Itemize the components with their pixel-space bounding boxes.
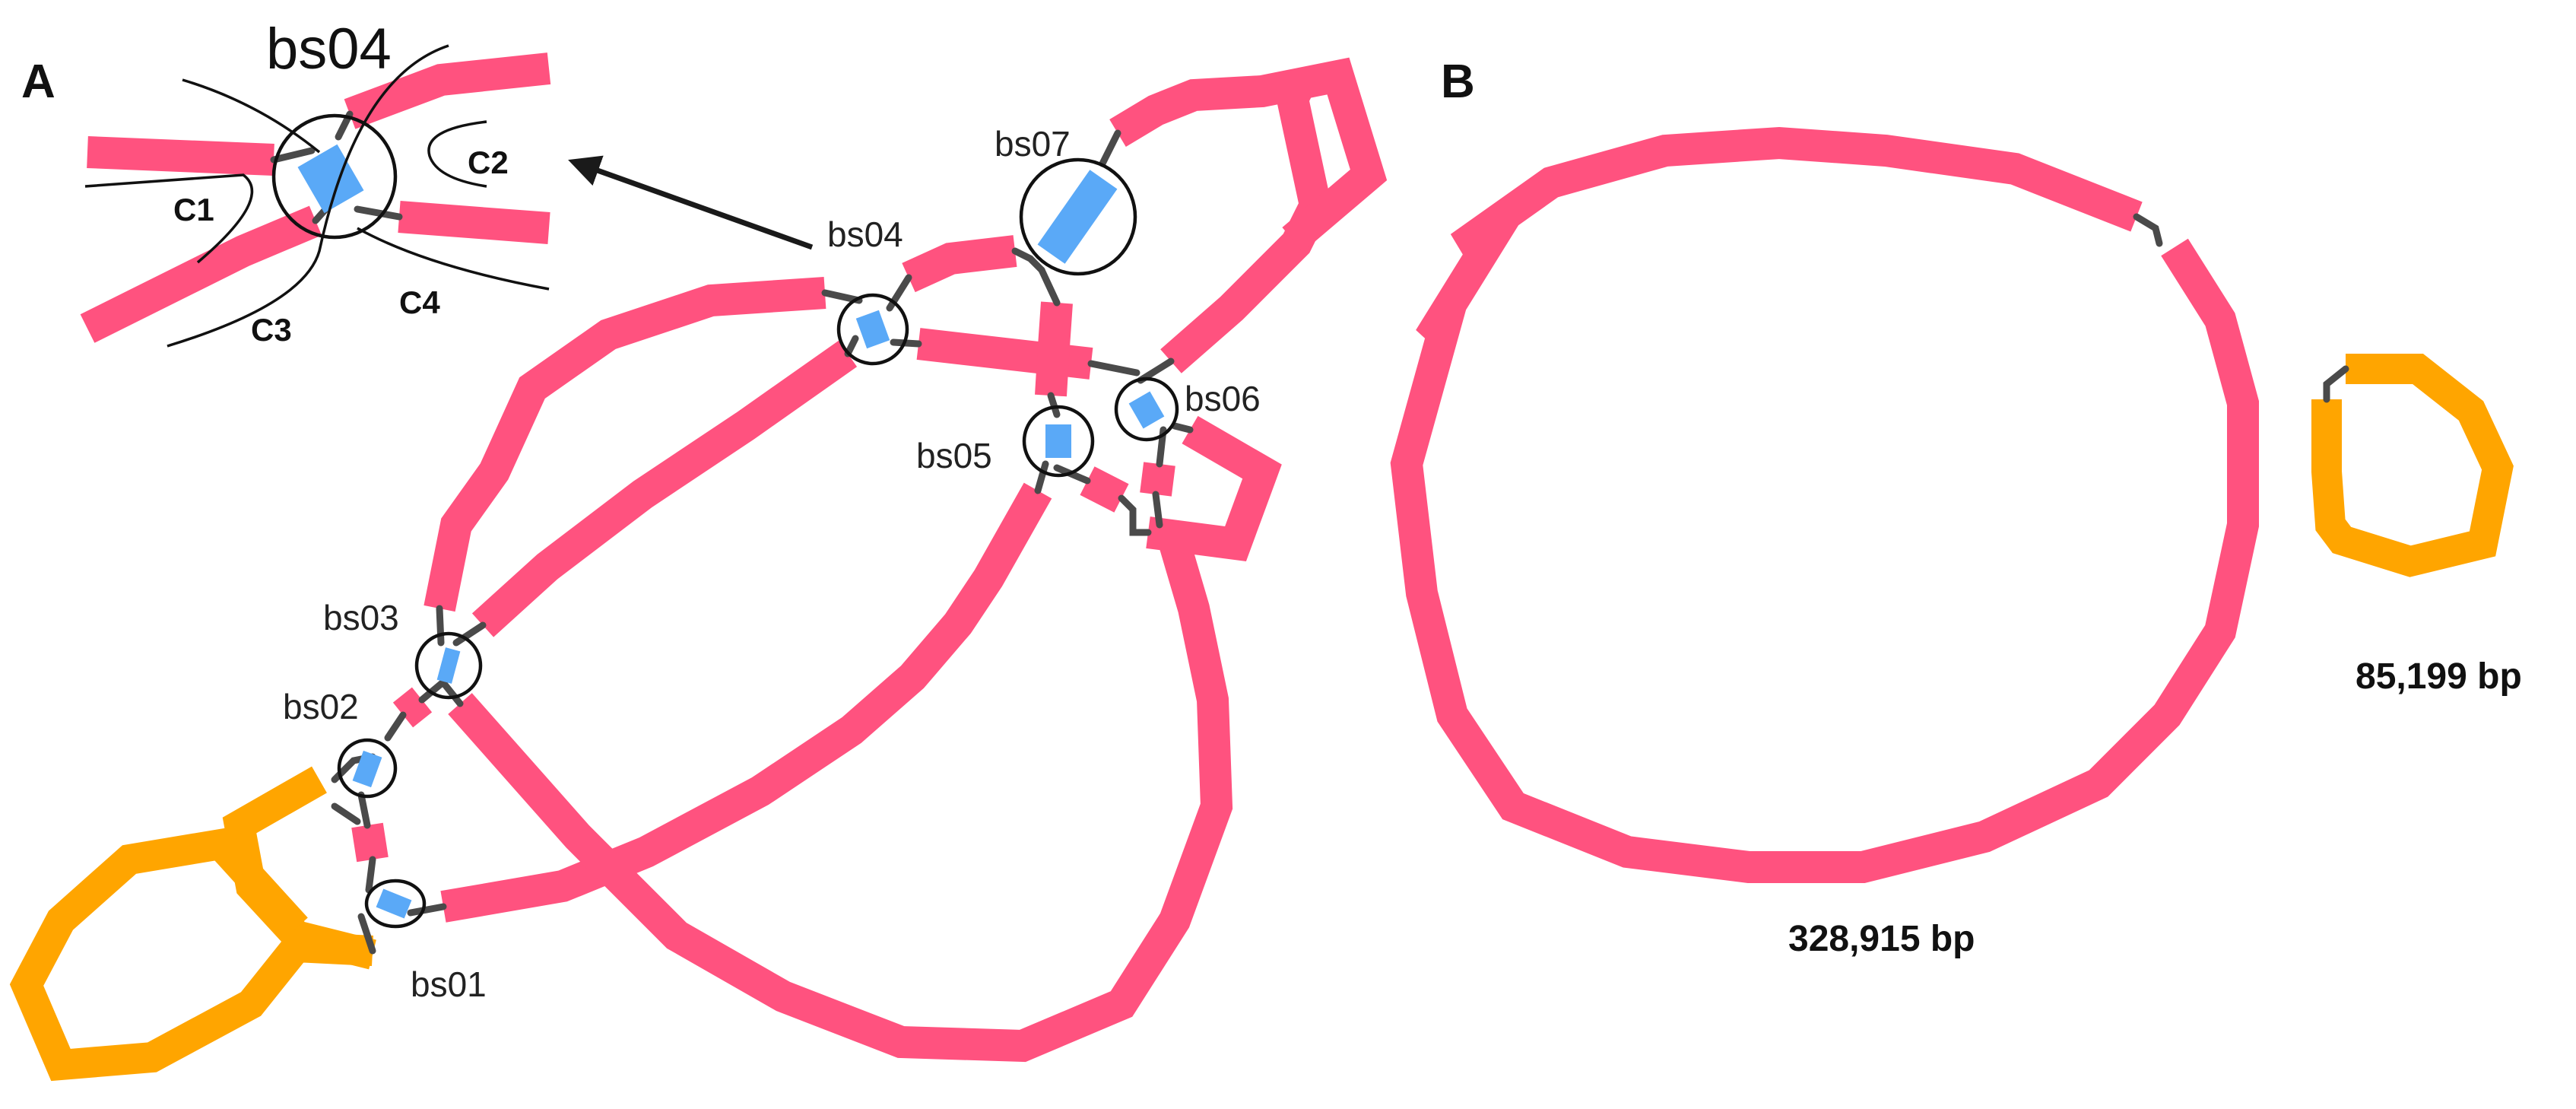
contig-bs05-short	[1080, 466, 1129, 513]
link-bs05-bottom	[1034, 460, 1049, 494]
small-circular-contig: 85,199 bp	[2311, 354, 2522, 697]
bs06-label: bs06	[1185, 379, 1261, 418]
bs03-circle	[414, 631, 483, 700]
inset-bs04-circle	[271, 113, 398, 240]
contig-bs06-loop	[1146, 415, 1282, 561]
bs04-label: bs04	[827, 214, 903, 254]
inset-bs04-site	[297, 144, 364, 214]
panel-a: A bs04 C1 C2 C3 C4	[9, 17, 1388, 1082]
bs04-inset: bs04 C1 C2 C3 C4	[80, 17, 551, 348]
inset-link-c4	[354, 205, 403, 221]
link-bs05-top	[1047, 392, 1061, 418]
bs01-circle	[364, 879, 427, 929]
contig-bs01-bs05	[440, 482, 1052, 923]
node-bs06: bs06	[1114, 377, 1261, 442]
panel-a-label: A	[21, 56, 56, 108]
orange-contig-loop-lower	[9, 828, 373, 1082]
link-bs02-bottom	[357, 791, 371, 829]
contig-bs03-bs04	[471, 340, 858, 637]
link-bs06-lower	[1152, 491, 1163, 529]
inset-label-c2: C2	[468, 145, 509, 180]
bs07-circle	[1019, 157, 1137, 276]
node-bs01: bs01	[364, 879, 487, 1004]
branch-sites: bs01 bs02 bs03 bs04 bs05	[283, 124, 1261, 1004]
link-bs02-top	[384, 711, 407, 742]
inset-arc-c1-top	[182, 78, 321, 154]
small-circle-size: 85,199 bp	[2356, 656, 2522, 697]
bs06-site	[1128, 391, 1165, 429]
bs04-circle	[836, 293, 909, 366]
large-circle-link	[2133, 213, 2163, 247]
inset-label-c4: C4	[399, 284, 440, 320]
bs01-site	[376, 888, 412, 919]
contig-bs01-bs02	[351, 822, 389, 863]
bs05-label: bs05	[916, 436, 992, 475]
contig-bs03-bs04-upper	[424, 277, 826, 612]
link-bs01-top	[365, 856, 376, 894]
inset-contig-c1	[87, 136, 274, 176]
inset-label-c1: C1	[173, 192, 214, 227]
panel-b-label: B	[1441, 56, 1475, 108]
small-circle-link	[2323, 365, 2349, 403]
large-circle-size: 328,915 bp	[1788, 919, 1975, 959]
link-bs02-orange-2	[331, 802, 361, 825]
link-bs04-lower	[844, 335, 859, 357]
link-bs01-orange	[357, 913, 376, 955]
node-bs02: bs02	[283, 687, 398, 799]
inset-title: bs04	[266, 17, 392, 81]
node-bs04: bs04	[827, 214, 909, 366]
contig-bs07-loop	[1109, 57, 1388, 253]
link-bs01-right	[407, 903, 447, 917]
large-circle-contig	[1390, 126, 2259, 883]
contig-bs06-short	[1140, 462, 1175, 497]
inset-arc-c1	[84, 173, 254, 264]
inset-link-c1	[270, 147, 316, 164]
bs06-circle	[1114, 377, 1179, 442]
contig-bs03-bs06-loop	[448, 539, 1233, 1063]
bs07-label: bs07	[995, 124, 1071, 164]
link-bs07-bottom	[1038, 266, 1061, 307]
link-bs07-top	[1099, 129, 1121, 167]
contig-bs02-bs03	[392, 687, 433, 728]
inset-arc-c4	[357, 227, 550, 291]
node-bs05: bs05	[916, 405, 1095, 478]
link-bs06-lower-loop	[1118, 494, 1152, 536]
bs02-site	[352, 750, 382, 788]
bs03-label: bs03	[323, 598, 399, 637]
bs01-label: bs01	[411, 964, 487, 1004]
inset-arc-c3	[167, 44, 449, 348]
panel-b: B 328,915 bp 85,199 bp	[1390, 56, 2522, 959]
link-bs03-right	[452, 621, 487, 647]
inset-label-c3: C3	[251, 312, 292, 348]
node-bs07: bs07	[995, 124, 1137, 276]
contig-bs07-bs05	[1035, 301, 1073, 397]
node-bs03: bs03	[323, 598, 483, 700]
link-bs07-left	[1011, 247, 1045, 274]
bs05-site	[1045, 424, 1071, 458]
small-circle-contig	[2311, 354, 2514, 577]
orange-contigs	[9, 766, 376, 1082]
bs07-site	[1037, 170, 1118, 264]
link-bs05-bs06	[1087, 360, 1140, 377]
bs02-label: bs02	[283, 687, 359, 726]
large-circular-contig: 328,915 bp	[1390, 126, 2259, 959]
bs05-circle	[1022, 405, 1095, 478]
bs04-site	[855, 310, 890, 349]
pink-contigs	[351, 57, 1388, 1063]
link-bs04-upper	[886, 274, 912, 312]
bs03-site	[436, 647, 461, 684]
inset-contig-c4	[398, 201, 550, 244]
link-bs03-bottom	[441, 681, 464, 707]
bs02-circle	[337, 738, 398, 799]
zoom-arrow	[568, 155, 814, 250]
link-bs06-right	[1171, 422, 1194, 434]
inset-arc-c2	[427, 120, 487, 188]
inset-contig-c2	[344, 52, 551, 129]
link-bs03-upper	[436, 605, 445, 647]
link-bs03-lower	[418, 677, 449, 704]
inset-contig-c3	[80, 205, 322, 343]
contig-bs04-bs07	[902, 235, 1017, 293]
